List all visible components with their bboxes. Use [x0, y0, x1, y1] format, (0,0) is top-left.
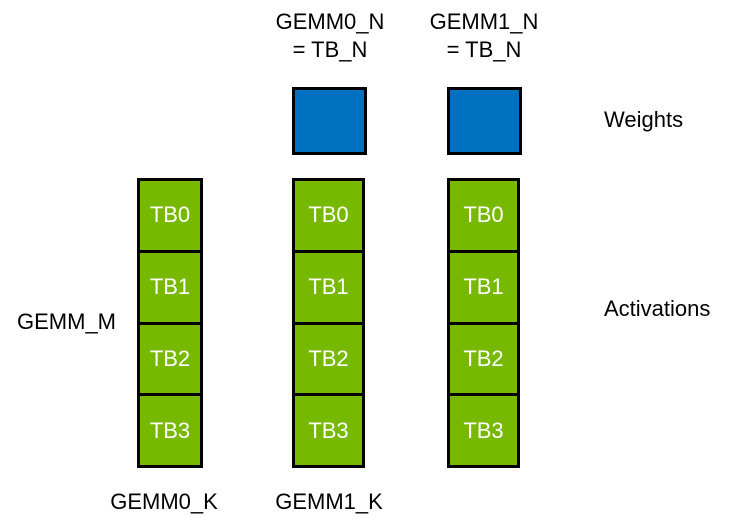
- gemm0-weights-square: [292, 87, 367, 155]
- tile-tb3: TB3: [295, 393, 362, 465]
- gemm1-n-label: GEMM1_N = TB_N: [430, 8, 539, 64]
- tile-tb2: TB2: [450, 321, 517, 394]
- gemm1-k-label: GEMM1_K: [275, 489, 383, 514]
- gemm0-n-label-line2: = TB_N: [292, 37, 368, 62]
- tile-tb0: TB0: [149, 202, 191, 228]
- tile-tb3: TB3: [450, 393, 517, 465]
- gemm1-activations-column: TB0 TB1 TB2 TB3: [292, 178, 365, 468]
- tile-tb2: TB2: [140, 321, 200, 394]
- gemm0-activations-column: TB0 TB1 TB2 TB3: [137, 178, 203, 468]
- tile-tb2: TB2: [295, 321, 362, 394]
- gemm0-k-label: GEMM0_K: [110, 489, 218, 514]
- gemm1-n-label-line1: GEMM1_N: [429, 9, 539, 34]
- gemm1-weights-square: [447, 87, 522, 155]
- weights-label: Weights: [604, 107, 684, 132]
- activations-label: Activations: [604, 296, 711, 321]
- tile-tb3: TB3: [140, 393, 200, 465]
- gemm0-n-label: GEMM0_N = TB_N: [276, 8, 385, 64]
- tile-tb1: TB1: [450, 249, 517, 322]
- tile-tb0: TB0: [308, 202, 349, 228]
- output-activations-column: TB0 TB1 TB2 TB3: [447, 178, 520, 468]
- tile-tb1: TB1: [140, 249, 200, 322]
- tile-tb1: TB1: [295, 249, 362, 322]
- gemm0-n-label-line1: GEMM0_N: [275, 9, 385, 34]
- gemm1-n-label-line2: = TB_N: [446, 37, 522, 62]
- tile-tb0: TB0: [463, 202, 504, 228]
- gemm-m-label: GEMM_M: [17, 309, 116, 334]
